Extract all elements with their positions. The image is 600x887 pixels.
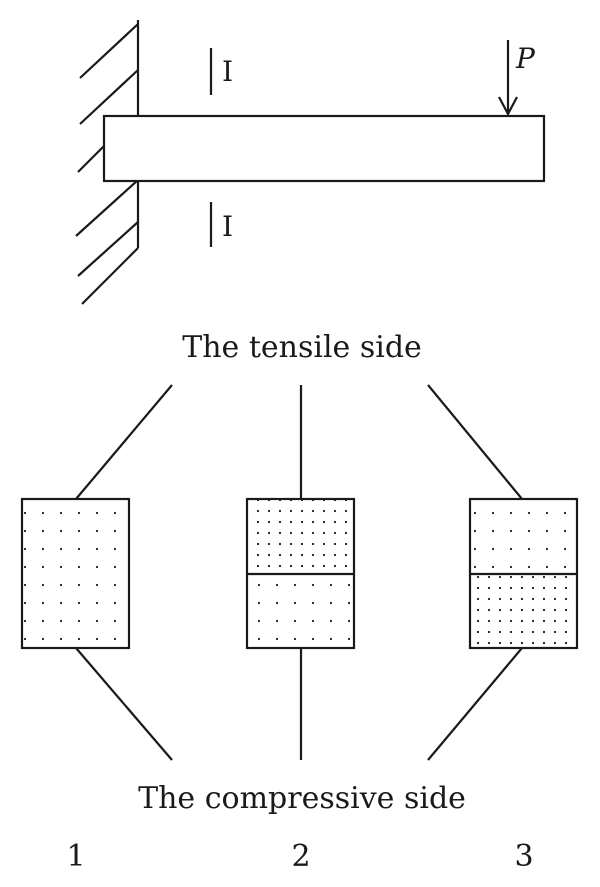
cross-section-1 <box>20 497 131 650</box>
load-arrow <box>498 40 518 117</box>
wall-hatching <box>75 23 139 305</box>
compressive-side-label: The compressive side <box>138 781 466 816</box>
cantilever-beam <box>102 114 546 183</box>
connector-lines <box>75 384 523 761</box>
section-2-top-layer <box>247 499 354 574</box>
section-2-bottom-layer <box>247 574 354 648</box>
load-label: P <box>515 42 536 75</box>
cross-section-2 <box>245 497 356 650</box>
section-3-bottom-layer <box>470 574 577 648</box>
tensile-side-label: The tensile side <box>182 330 422 365</box>
connector-bottom-3 <box>427 647 523 761</box>
connector-bottom-1 <box>75 647 173 761</box>
section-3-top-layer <box>470 499 577 574</box>
section-label-top: I <box>222 55 233 88</box>
connector-top-1 <box>75 384 173 500</box>
connector-top-3 <box>427 384 523 500</box>
cross-section-3 <box>468 497 579 650</box>
section-number-3: 3 <box>514 839 533 874</box>
section-number-1: 1 <box>66 839 85 874</box>
section-number-2: 2 <box>291 839 310 874</box>
section-label-bottom: I <box>222 210 233 243</box>
